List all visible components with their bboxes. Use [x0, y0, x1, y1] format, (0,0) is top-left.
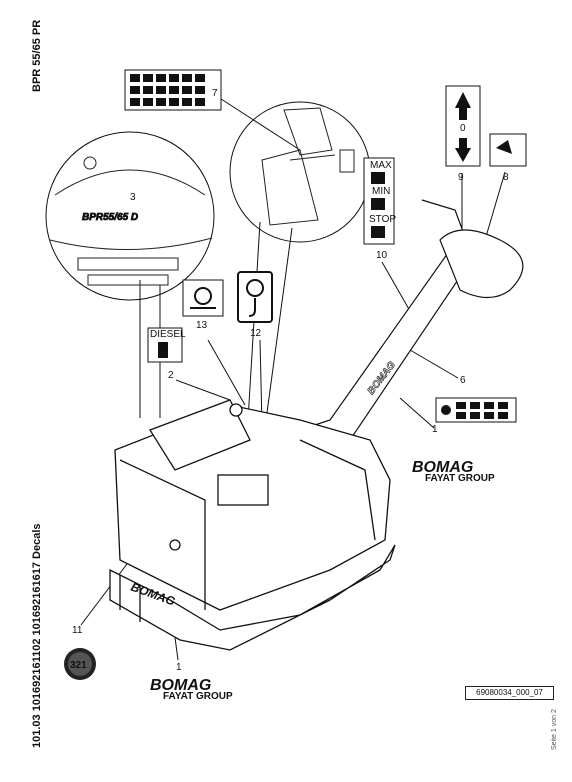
plate-compactor-body	[109, 399, 396, 651]
callout-1-bottom: 1	[176, 662, 182, 673]
callout-9: 9	[458, 172, 464, 183]
brand-sub-right: FAYAT GROUP	[425, 473, 495, 484]
callout-7: 7	[212, 88, 218, 99]
sound-level-decal-icon	[489, 133, 527, 167]
gauge-value-label: 0	[460, 123, 466, 134]
part-number-box: 69080034_000_07	[465, 686, 554, 700]
callout-12: 12	[250, 328, 262, 339]
callout-6: 6	[460, 375, 466, 386]
throttle-min-label: MIN	[372, 186, 390, 197]
instruction-decal-icon	[435, 397, 517, 423]
throttle-stop-label: STOP	[369, 214, 396, 225]
callout-10: 10	[376, 250, 388, 261]
throttle-decal-icon	[363, 157, 395, 245]
model-plate-text: BPR55/65 D	[82, 212, 138, 223]
direction-gauge-decal-icon	[445, 85, 481, 167]
guide-handle	[297, 199, 524, 441]
callout-3: 3	[130, 192, 136, 203]
diesel-decal-icon	[147, 327, 183, 363]
diesel-label: DIESEL	[150, 329, 186, 340]
callout-1-right: 1	[432, 424, 438, 435]
callout-11: 11	[72, 625, 83, 636]
lifting-point-decal-icon	[237, 271, 273, 323]
brand-logo-right: BOMAG	[412, 459, 473, 476]
callout-2: 2	[168, 370, 174, 381]
callout-13: 13	[196, 320, 208, 331]
service-badge-icon	[64, 648, 96, 680]
callout-8: 8	[503, 172, 509, 183]
badge-number: 321	[70, 660, 87, 671]
belt-guard-decal-icon	[182, 279, 224, 317]
brand-sub-bottom: FAYAT GROUP	[163, 691, 233, 702]
brand-logo-bottom: BOMAG	[150, 677, 211, 694]
throttle-max-label: MAX	[370, 160, 392, 171]
warning-decal-icon	[124, 69, 222, 111]
